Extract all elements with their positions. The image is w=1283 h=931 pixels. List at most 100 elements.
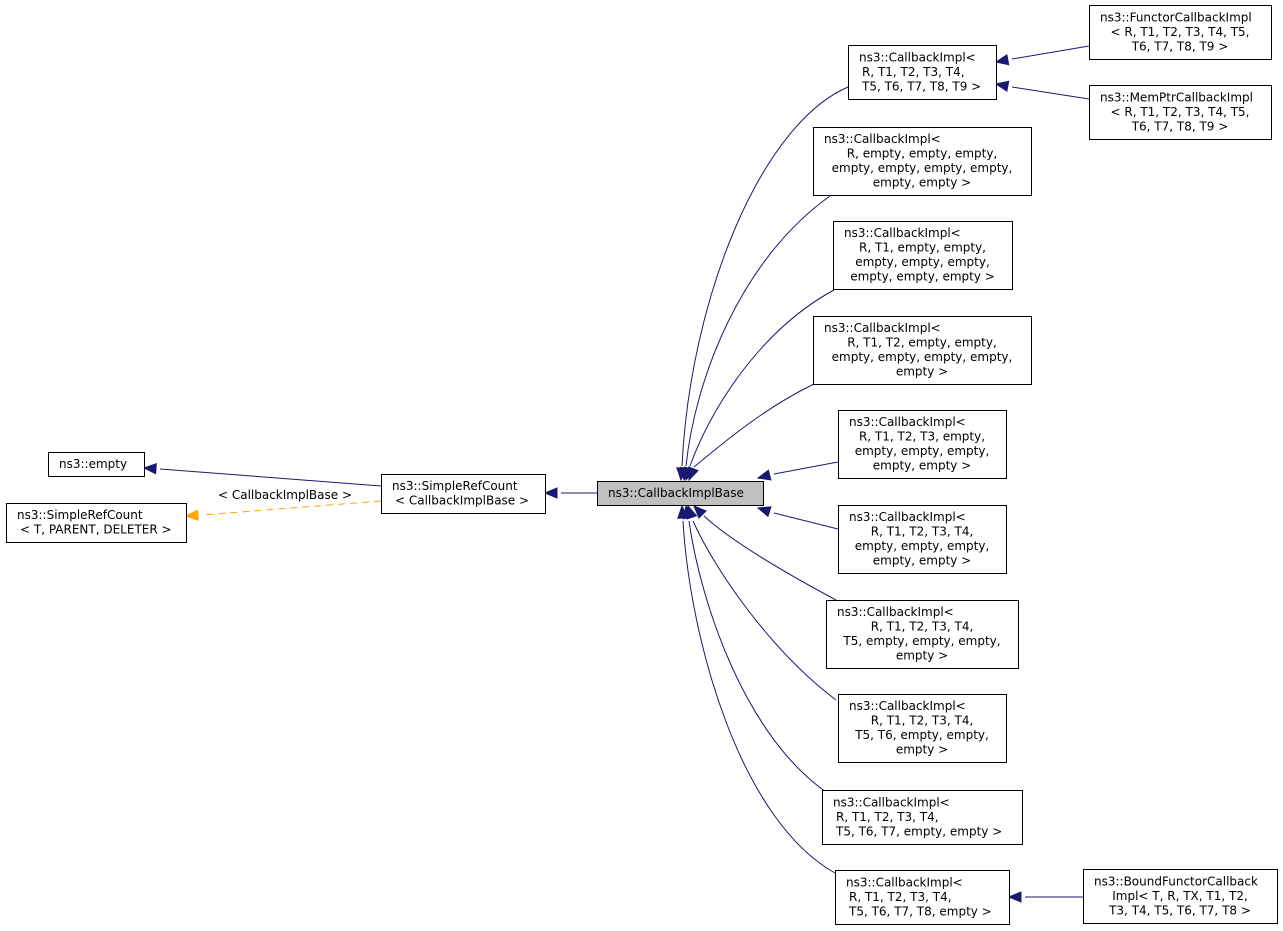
class-name-line: ns3::SimpleRefCount	[17, 508, 143, 522]
class-name-line: empty, empty, empty,	[855, 444, 990, 458]
class-name-line: ns3::CallbackImpl<	[849, 510, 966, 524]
class-name-line: empty >	[896, 743, 948, 757]
edge-layer: < CallbackImplBase >	[142, 45, 1090, 903]
class-box	[822, 790, 1023, 845]
class-name-line: Impl< T, R, TX, T1, T2,	[1112, 889, 1248, 903]
edge-line	[689, 289, 835, 467]
class-box	[826, 600, 1019, 669]
edge-line	[681, 86, 849, 467]
edge-ci8-to-bound	[1007, 891, 1083, 903]
class-name-line: empty, empty, empty,	[855, 539, 990, 553]
class-node-empty[interactable]: ns3::empty	[48, 452, 145, 477]
class-name-line: R, T1, T2, empty, empty,	[847, 336, 997, 350]
class-node-ci1[interactable]: ns3::CallbackImpl<R, T1, empty, empty,em…	[833, 221, 1013, 290]
class-name-line: ns3::FunctorCallbackImpl	[1100, 10, 1252, 24]
edge-cib-to-ci2	[688, 383, 815, 482]
edge-ci9-to-memptr	[994, 80, 1090, 100]
edge-line	[688, 520, 833, 797]
class-name-line: empty, empty, empty >	[850, 270, 995, 284]
class-name-line: < T, PARENT, DELETER >	[20, 523, 172, 537]
class-name-line: ns3::CallbackImpl<	[849, 415, 966, 429]
edge-line	[201, 500, 382, 516]
edge-line	[1011, 45, 1090, 60]
class-node-srcCIB[interactable]: ns3::SimpleRefCount< CallbackImplBase >	[381, 474, 546, 514]
class-box	[848, 45, 997, 100]
class-name-line: ns3::CallbackImpl<	[849, 699, 966, 713]
class-node-functor[interactable]: ns3::FunctorCallbackImpl< R, T1, T2, T3,…	[1089, 5, 1272, 60]
class-node-srcTemplate[interactable]: ns3::SimpleRefCount< T, PARENT, DELETER …	[6, 503, 187, 543]
class-node-ci4[interactable]: ns3::CallbackImpl<R, T1, T2, T3, T4,empt…	[838, 505, 1007, 574]
edge-cib-to-ci4	[756, 506, 839, 530]
class-box	[813, 127, 1032, 196]
class-name-line: empty, empty, empty,	[855, 255, 990, 269]
arrowhead	[543, 487, 558, 499]
edge-cib-to-ci3	[756, 461, 839, 481]
edge-line	[773, 512, 839, 530]
class-node-cib[interactable]: ns3::CallbackImplBase	[597, 481, 764, 506]
class-name-line: ns3::empty	[59, 457, 127, 471]
class-name-line: R, T1, T2, T3, T4,	[849, 890, 952, 904]
class-name-line: R, T1, T2, T3, T4,	[862, 65, 965, 79]
class-name-line: T3, T4, T5, T6, T7, T8 >	[1108, 903, 1251, 917]
arrowhead	[184, 509, 199, 521]
class-name-line: ns3::CallbackImpl<	[833, 795, 950, 809]
arrowhead	[756, 469, 772, 481]
class-node-ci5[interactable]: ns3::CallbackImpl<R, T1, T2, T3, T4,T5, …	[826, 600, 1019, 669]
class-box	[381, 474, 546, 514]
class-name-line: T6, T7, T8, T9 >	[1131, 39, 1229, 53]
class-node-ci6[interactable]: ns3::CallbackImpl<R, T1, T2, T3, T4,T5, …	[838, 694, 1007, 763]
class-box	[6, 503, 187, 543]
class-name-line: < R, T1, T2, T3, T4, T5,	[1111, 105, 1250, 119]
class-box	[838, 505, 1007, 574]
class-name-line: empty >	[896, 365, 948, 379]
class-name-line: empty >	[896, 649, 948, 663]
arrowhead	[677, 504, 689, 519]
class-node-ci7[interactable]: ns3::CallbackImpl<R, T1, T2, T3, T4,T5, …	[822, 790, 1023, 845]
class-name-line: R, empty, empty, empty,	[847, 147, 998, 161]
class-node-ci0[interactable]: ns3::CallbackImpl<R, empty, empty, empty…	[813, 127, 1032, 196]
class-box	[1089, 85, 1272, 140]
edge-line	[682, 520, 836, 874]
class-name-line: ns3::MemPtrCallbackImpl	[1100, 90, 1253, 104]
class-name-line: empty, empty, empty, empty,	[832, 350, 1013, 364]
class-box	[835, 870, 1010, 925]
class-box	[597, 481, 764, 506]
class-name-line: T5, T6, T7, T8, T9 >	[861, 79, 981, 93]
arrowhead	[142, 463, 157, 475]
arrowhead	[688, 466, 699, 482]
class-node-ci3[interactable]: ns3::CallbackImpl<R, T1, T2, T3, empty,e…	[838, 410, 1007, 479]
class-node-memptr[interactable]: ns3::MemPtrCallbackImpl< R, T1, T2, T3, …	[1089, 85, 1272, 140]
arrowhead	[1007, 891, 1022, 903]
class-name-line: T5, empty, empty, empty,	[842, 634, 1000, 648]
edge-ci9-to-functor	[994, 45, 1090, 66]
class-name-line: ns3::SimpleRefCount	[392, 479, 518, 493]
class-name-line: ns3::CallbackImpl<	[846, 875, 963, 889]
edge-cib-to-ci8	[677, 504, 836, 874]
class-name-line: empty, empty, empty, empty,	[832, 161, 1013, 175]
class-node-ci8[interactable]: ns3::CallbackImpl<R, T1, T2, T3, T4,T5, …	[835, 870, 1010, 925]
edge-line	[703, 515, 837, 601]
edge-cib-to-ci7	[682, 504, 833, 797]
class-node-ci9[interactable]: ns3::CallbackImpl<R, T1, T2, T3, T4,T5, …	[848, 45, 997, 100]
class-box	[48, 452, 145, 477]
class-name-line: ns3::CallbackImpl<	[837, 605, 954, 619]
arrowhead	[994, 54, 1010, 66]
edge-line	[685, 195, 831, 467]
edge-empty-to-srcCIB	[142, 463, 382, 487]
edge-line	[159, 468, 382, 487]
class-name-line: T5, T6, T7, T8, empty >	[848, 904, 992, 918]
class-name-line: R, T1, T2, T3, T4,	[836, 810, 939, 824]
edge-line	[692, 520, 837, 701]
class-name-line: T6, T7, T8, T9 >	[1131, 119, 1229, 133]
class-box	[838, 410, 1007, 479]
arrowhead	[693, 505, 707, 519]
arrowhead	[756, 506, 772, 518]
class-node-ci2[interactable]: ns3::CallbackImpl<R, T1, T2, empty, empt…	[813, 316, 1032, 385]
class-name-line: R, T1, T2, T3, T4,	[871, 620, 974, 634]
class-name-line: ns3::CallbackImpl<	[844, 226, 961, 240]
class-name-line: < CallbackImplBase >	[395, 494, 529, 508]
class-name-line: R, T1, empty, empty,	[859, 241, 986, 255]
